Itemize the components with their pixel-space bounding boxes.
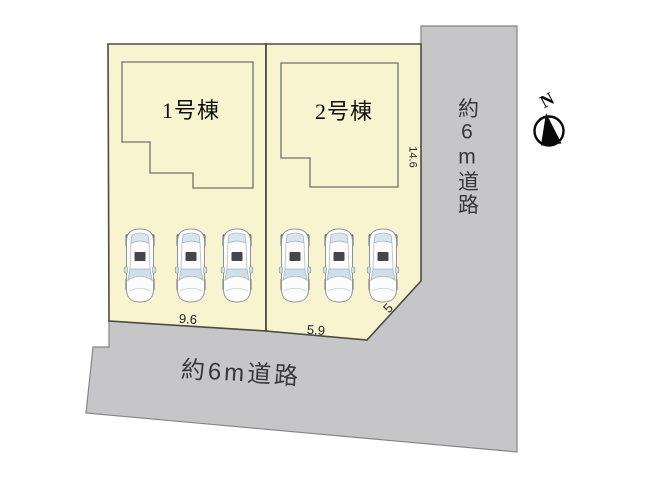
dimension-lot2-depth: 14.6 [406, 146, 419, 168]
building-2-outline [280, 62, 399, 188]
dimension-lot1-frontage: 9.6 [178, 310, 198, 328]
building-1-outline [121, 61, 254, 189]
car-icon [220, 228, 254, 303]
car-icon [278, 228, 312, 303]
car-icon [366, 228, 400, 303]
building-2-label: 2号棟 [314, 99, 374, 124]
road-right-label: 約6m道路 [455, 97, 479, 217]
north-arrow-needle [541, 113, 562, 146]
car-icon [174, 228, 208, 303]
car-icon [322, 228, 356, 303]
building-1-label: 1号棟 [161, 98, 221, 123]
dimension-lot2-frontage: 5.9 [306, 321, 326, 339]
car-icon [123, 228, 157, 303]
